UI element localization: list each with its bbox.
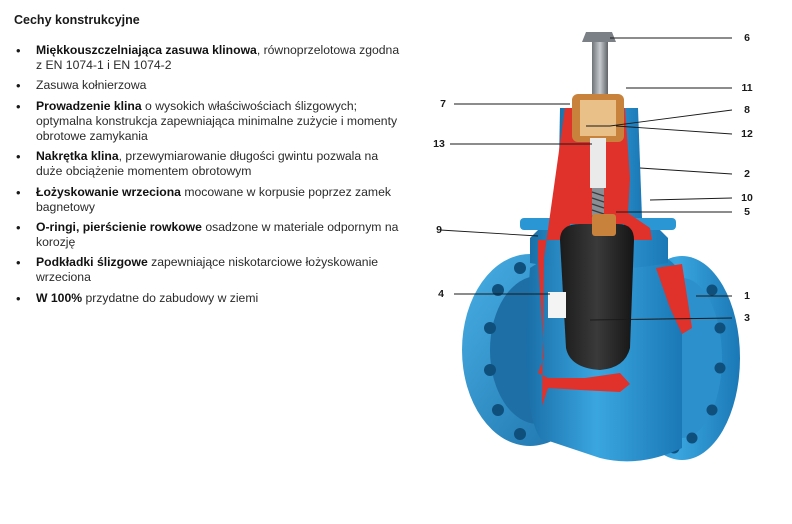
list-item: • Prowadzenie klina o wysokich właściwośc… — [14, 99, 406, 144]
feature-bold: Łożyskowanie wrzeciona — [36, 184, 181, 199]
callout-7: 7 — [440, 98, 446, 110]
feature-bold: Nakrętka klina — [36, 149, 119, 164]
list-item: • Miękkouszczelniająca zasuwa klinowa, ró… — [14, 43, 406, 73]
callout-9: 9 — [436, 224, 442, 236]
list-item: • O-ringi, pierścienie rowkowe osadzone w… — [14, 220, 406, 250]
bullet-icon: • — [16, 43, 21, 58]
callout-6: 6 — [744, 32, 750, 44]
feature-bold: Miękkouszczelniająca zasuwa klinowa — [36, 43, 257, 57]
bullet-icon: • — [16, 290, 21, 306]
bullet-icon: • — [16, 184, 21, 200]
valve-cutaway-figure: 6 11 7 8 12 13 2 10 5 9 4 1 3 — [420, 28, 792, 524]
cutaway-section — [538, 108, 652, 406]
feature-text: osadzone w materiale odpornym na korozję — [36, 219, 399, 249]
callout-1: 1 — [744, 290, 750, 302]
wedge — [560, 224, 634, 370]
list-item: • Zasuwa kołnierzowa — [14, 78, 406, 93]
feature-bold: W 100% — [36, 290, 83, 305]
feature-text: Zasuwa kołnierzowa — [36, 78, 147, 93]
callout-12: 12 — [741, 128, 753, 140]
callout-8: 8 — [744, 104, 750, 116]
feature-bold: O-ringi, pierścienie rowkowe — [36, 219, 202, 234]
bullet-icon: • — [16, 149, 21, 165]
bullet-icon: • — [16, 219, 21, 235]
feature-text: mocowane w korpusie poprzez zamek bagnet… — [36, 184, 391, 214]
bullet-icon: • — [16, 255, 21, 271]
list-item: • Łożyskowanie wrzeciona mocowane w korpu… — [14, 185, 406, 215]
bullet-icon: • — [16, 98, 21, 114]
list-item: • W 100% przydatne do zabudowy w ziemi — [14, 291, 406, 306]
callout-11: 11 — [741, 82, 753, 94]
feature-list: • Miękkouszczelniająca zasuwa klinowa, ró… — [14, 43, 406, 311]
callout-2: 2 — [744, 168, 750, 180]
callout-5: 5 — [744, 206, 750, 218]
feature-bold: Prowadzenie klina — [36, 98, 142, 113]
callout-4: 4 — [438, 288, 444, 300]
list-item: • Podkładki ślizgowe zapewniające niskota… — [14, 255, 406, 285]
section-title: Cechy konstrukcyjne — [14, 13, 140, 27]
list-item: • Nakrętka klina, przewymiarowanie długoś… — [14, 149, 406, 179]
feature-text: zapewniające niskotarciowe łożyskowanie … — [36, 255, 379, 285]
feature-bold: Podkładki ślizgowe — [36, 255, 148, 270]
feature-text: przydatne do zabudowy w ziemi — [82, 290, 259, 305]
callout-3: 3 — [744, 312, 750, 324]
feature-text: o wysokich właściwościach ślizgowych; op… — [36, 98, 398, 143]
feature-text: , przewymiarowanie długości gwintu pozwa… — [36, 149, 379, 179]
callout-13: 13 — [433, 138, 445, 150]
callout-10: 10 — [741, 192, 753, 204]
bullet-icon: • — [16, 78, 21, 94]
feature-text: , równoprzelotowa zgodna z EN 1074-1 i E… — [36, 43, 400, 72]
valve-illustration — [462, 32, 740, 462]
